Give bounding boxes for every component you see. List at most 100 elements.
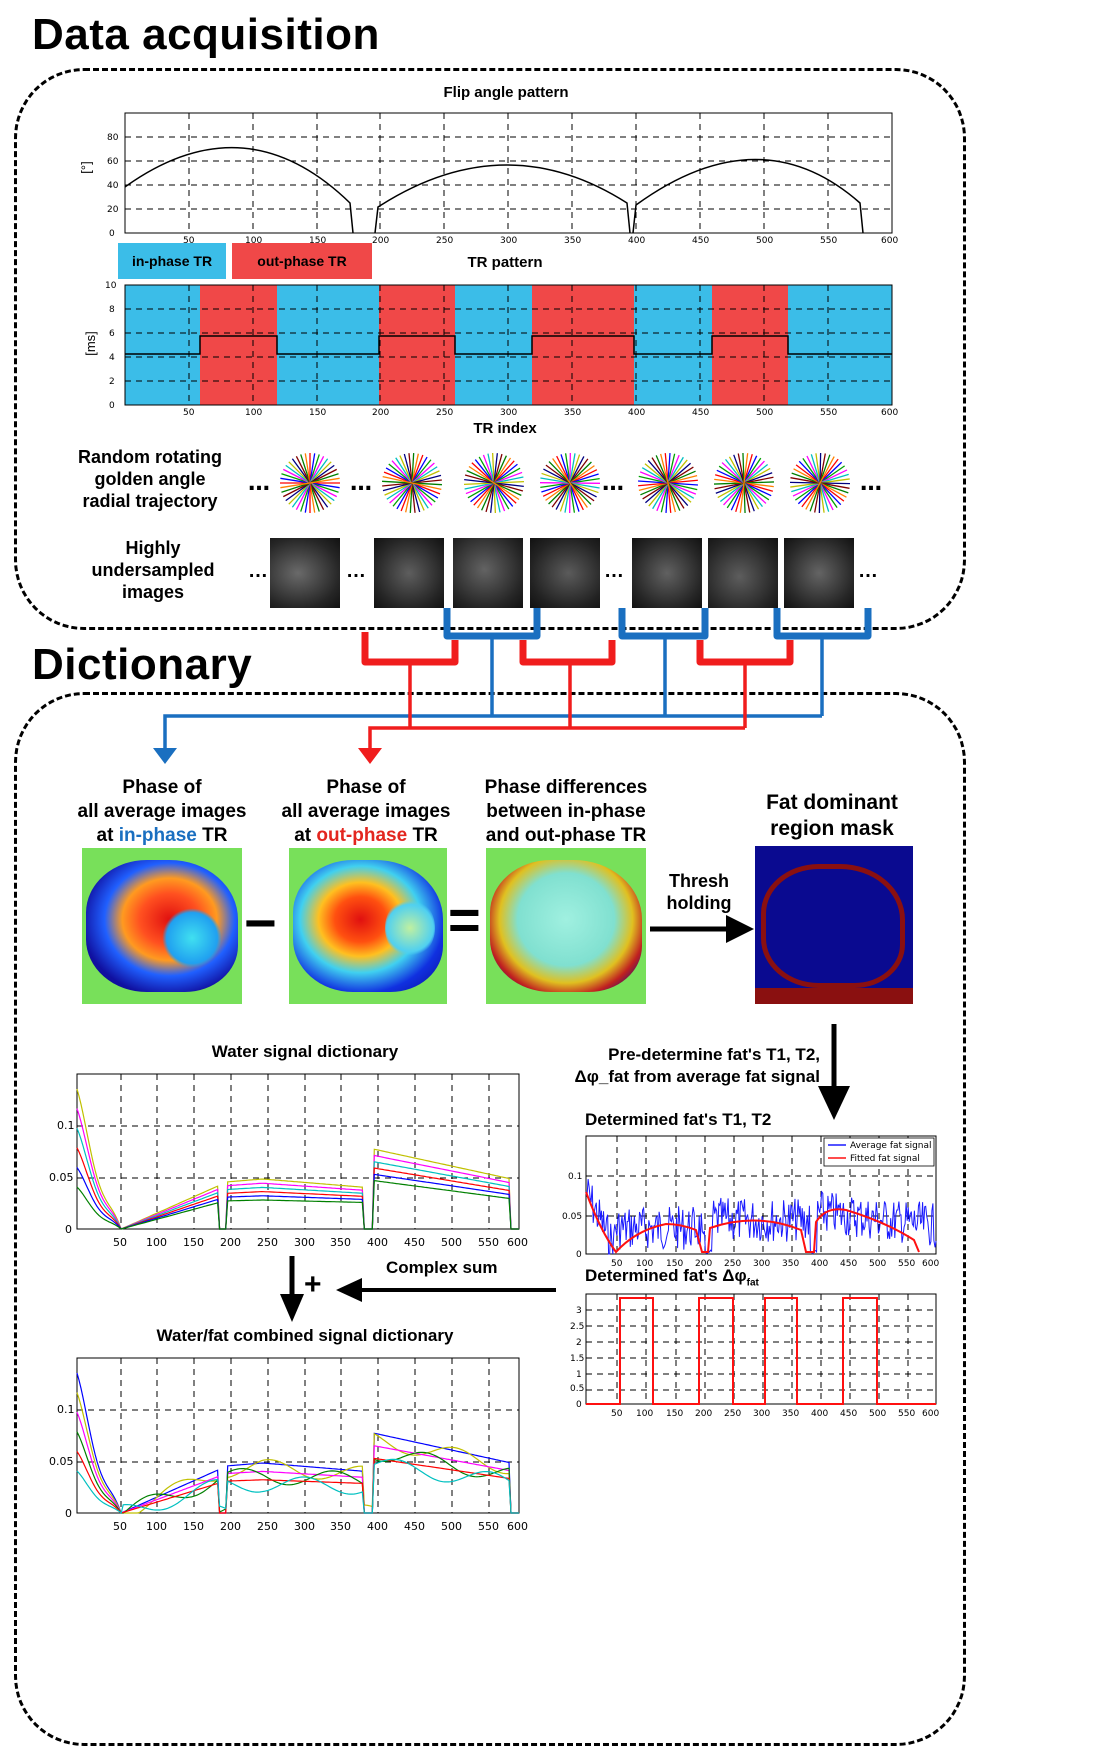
- water-xtick: 450: [404, 1236, 425, 1249]
- phi-xtick: 350: [782, 1409, 799, 1419]
- undersampled-image: [632, 538, 702, 608]
- tr-xtick: 150: [309, 408, 326, 417]
- flip-ylabel: [°]: [78, 161, 94, 174]
- tr-xtick: 50: [183, 408, 195, 417]
- tr-plot-title: TR pattern: [467, 254, 543, 271]
- tr-ytick: 6: [109, 329, 115, 339]
- fat-xtick: 300: [753, 1259, 770, 1269]
- section-title-acquisition: Data acquisition: [32, 10, 380, 59]
- flip-xtick: 250: [436, 236, 453, 245]
- flip-ytick: 40: [107, 181, 119, 191]
- flip-xtick: 300: [500, 236, 517, 245]
- phase-map-out: [289, 848, 447, 1004]
- water-signal-plot: 0 0.05 0.1 50 100 150 200 250 300 350 40…: [49, 1073, 528, 1249]
- undersampled-image: [374, 538, 444, 608]
- phi-ytick: 3: [576, 1306, 582, 1316]
- water-xtick: 150: [183, 1236, 204, 1249]
- legend-average-fat: Average fat signal: [850, 1141, 932, 1151]
- dictionary-curve: [76, 1431, 519, 1514]
- water-xtick: 200: [220, 1236, 241, 1249]
- dictionary-frame: [14, 692, 966, 1746]
- water-xtick: 350: [330, 1236, 351, 1249]
- tr-ytick: 0: [109, 401, 115, 411]
- flip-xtick: 50: [183, 236, 195, 245]
- threshold-arrow: [650, 915, 754, 943]
- flip-xtick: 350: [564, 236, 581, 245]
- flip-plot-title: Flip angle pattern: [443, 84, 569, 101]
- fat-xtick: 50: [611, 1259, 623, 1269]
- phi-xtick: 250: [724, 1409, 741, 1419]
- fat-mask-map: [755, 846, 913, 1004]
- undersampled-image: [270, 538, 340, 608]
- phi-ytick: 2: [576, 1338, 582, 1348]
- water-xtick: 600: [507, 1236, 528, 1249]
- fat-phi-plot: 0 0.5 1 1.5 2 2.5 3 50 100 150 200 250 3…: [570, 1293, 939, 1419]
- trajectory-spoke: [382, 476, 442, 490]
- combined-xtick: 600: [507, 1520, 528, 1533]
- plus-sign: +: [304, 1268, 322, 1301]
- dictionary-curve: [76, 1451, 519, 1514]
- water-xtick: 250: [257, 1236, 278, 1249]
- phi-ytick: 1.5: [570, 1354, 584, 1364]
- combined-xtick: 500: [441, 1520, 462, 1533]
- flip-xtick: 550: [820, 236, 837, 245]
- tr-xtick: 300: [500, 408, 517, 417]
- combined-ytick: 0.05: [49, 1455, 74, 1468]
- phi-xtick: 550: [898, 1409, 915, 1419]
- combined-xtick: 100: [146, 1520, 167, 1533]
- phi-ytick: 1: [576, 1370, 582, 1380]
- fat-ytick: 0: [576, 1250, 582, 1260]
- phase-map-in: [82, 848, 242, 1004]
- tr-pattern-plot: 0 2 4 6 8 10 50 100 150 200 250 300 350 …: [105, 281, 898, 417]
- water-ytick: 0.05: [49, 1171, 74, 1184]
- tr-xtick: 100: [245, 408, 262, 417]
- fat-xtick: 500: [869, 1259, 886, 1269]
- dictionary-curve: [76, 1167, 519, 1230]
- section-title-dictionary: Dictionary: [32, 640, 253, 689]
- water-xtick: 50: [113, 1236, 127, 1249]
- dictionary-curve: [76, 1108, 519, 1230]
- tr-xtick: 450: [692, 408, 709, 417]
- phi-xtick: 500: [869, 1409, 886, 1419]
- combined-xtick: 400: [367, 1520, 388, 1533]
- phi-ytick: 0.5: [570, 1384, 584, 1394]
- routing-arrows: [153, 608, 872, 764]
- tr-ytick: 8: [109, 305, 115, 315]
- fat-ytick: 0.1: [568, 1172, 582, 1182]
- tr-xtick: 600: [881, 408, 898, 417]
- combined-ytick: 0: [65, 1507, 72, 1520]
- tr-xtick: 250: [436, 408, 453, 417]
- trajectory-spoke: [739, 453, 749, 513]
- phase-diff-map: [486, 848, 646, 1004]
- fat-t1t2-plot: Average fat signal Fitted fat signal 0 0…: [562, 1135, 939, 1269]
- water-xtick: 550: [478, 1236, 499, 1249]
- fat-xtick: 200: [695, 1259, 712, 1269]
- combined-xtick: 450: [404, 1520, 425, 1533]
- flip-ytick: 0: [109, 229, 115, 239]
- flip-angle-plot: 0 20 40 60 80 50 100 150 200 250 300 350…: [107, 112, 898, 245]
- tr-xtick: 350: [564, 408, 581, 417]
- fat-xtick: 150: [666, 1259, 683, 1269]
- ellipsis: …: [860, 471, 882, 496]
- complex-sum-label: Complex sum: [386, 1258, 498, 1277]
- equals-operator: =: [448, 888, 481, 951]
- undersampled-image: [708, 538, 778, 608]
- trajectory-spoke: [468, 465, 520, 501]
- red-arrow-head: [358, 748, 382, 764]
- trajectory-spoke: [280, 477, 340, 489]
- flip-ytick: 80: [107, 133, 119, 143]
- phi-xtick: 50: [611, 1409, 623, 1419]
- trajectory-spoke: [805, 456, 835, 510]
- water-xtick: 400: [367, 1236, 388, 1249]
- dictionary-curve: [76, 1372, 519, 1514]
- ellipsis: …: [350, 471, 372, 496]
- tr-xlabel: TR index: [473, 420, 537, 437]
- phi-xtick: 300: [753, 1409, 770, 1419]
- flip-xtick: 150: [309, 236, 326, 245]
- phi-ytick: 0: [576, 1400, 582, 1410]
- dictionary-curve: [76, 1180, 519, 1230]
- flip-ytick: 60: [107, 157, 119, 167]
